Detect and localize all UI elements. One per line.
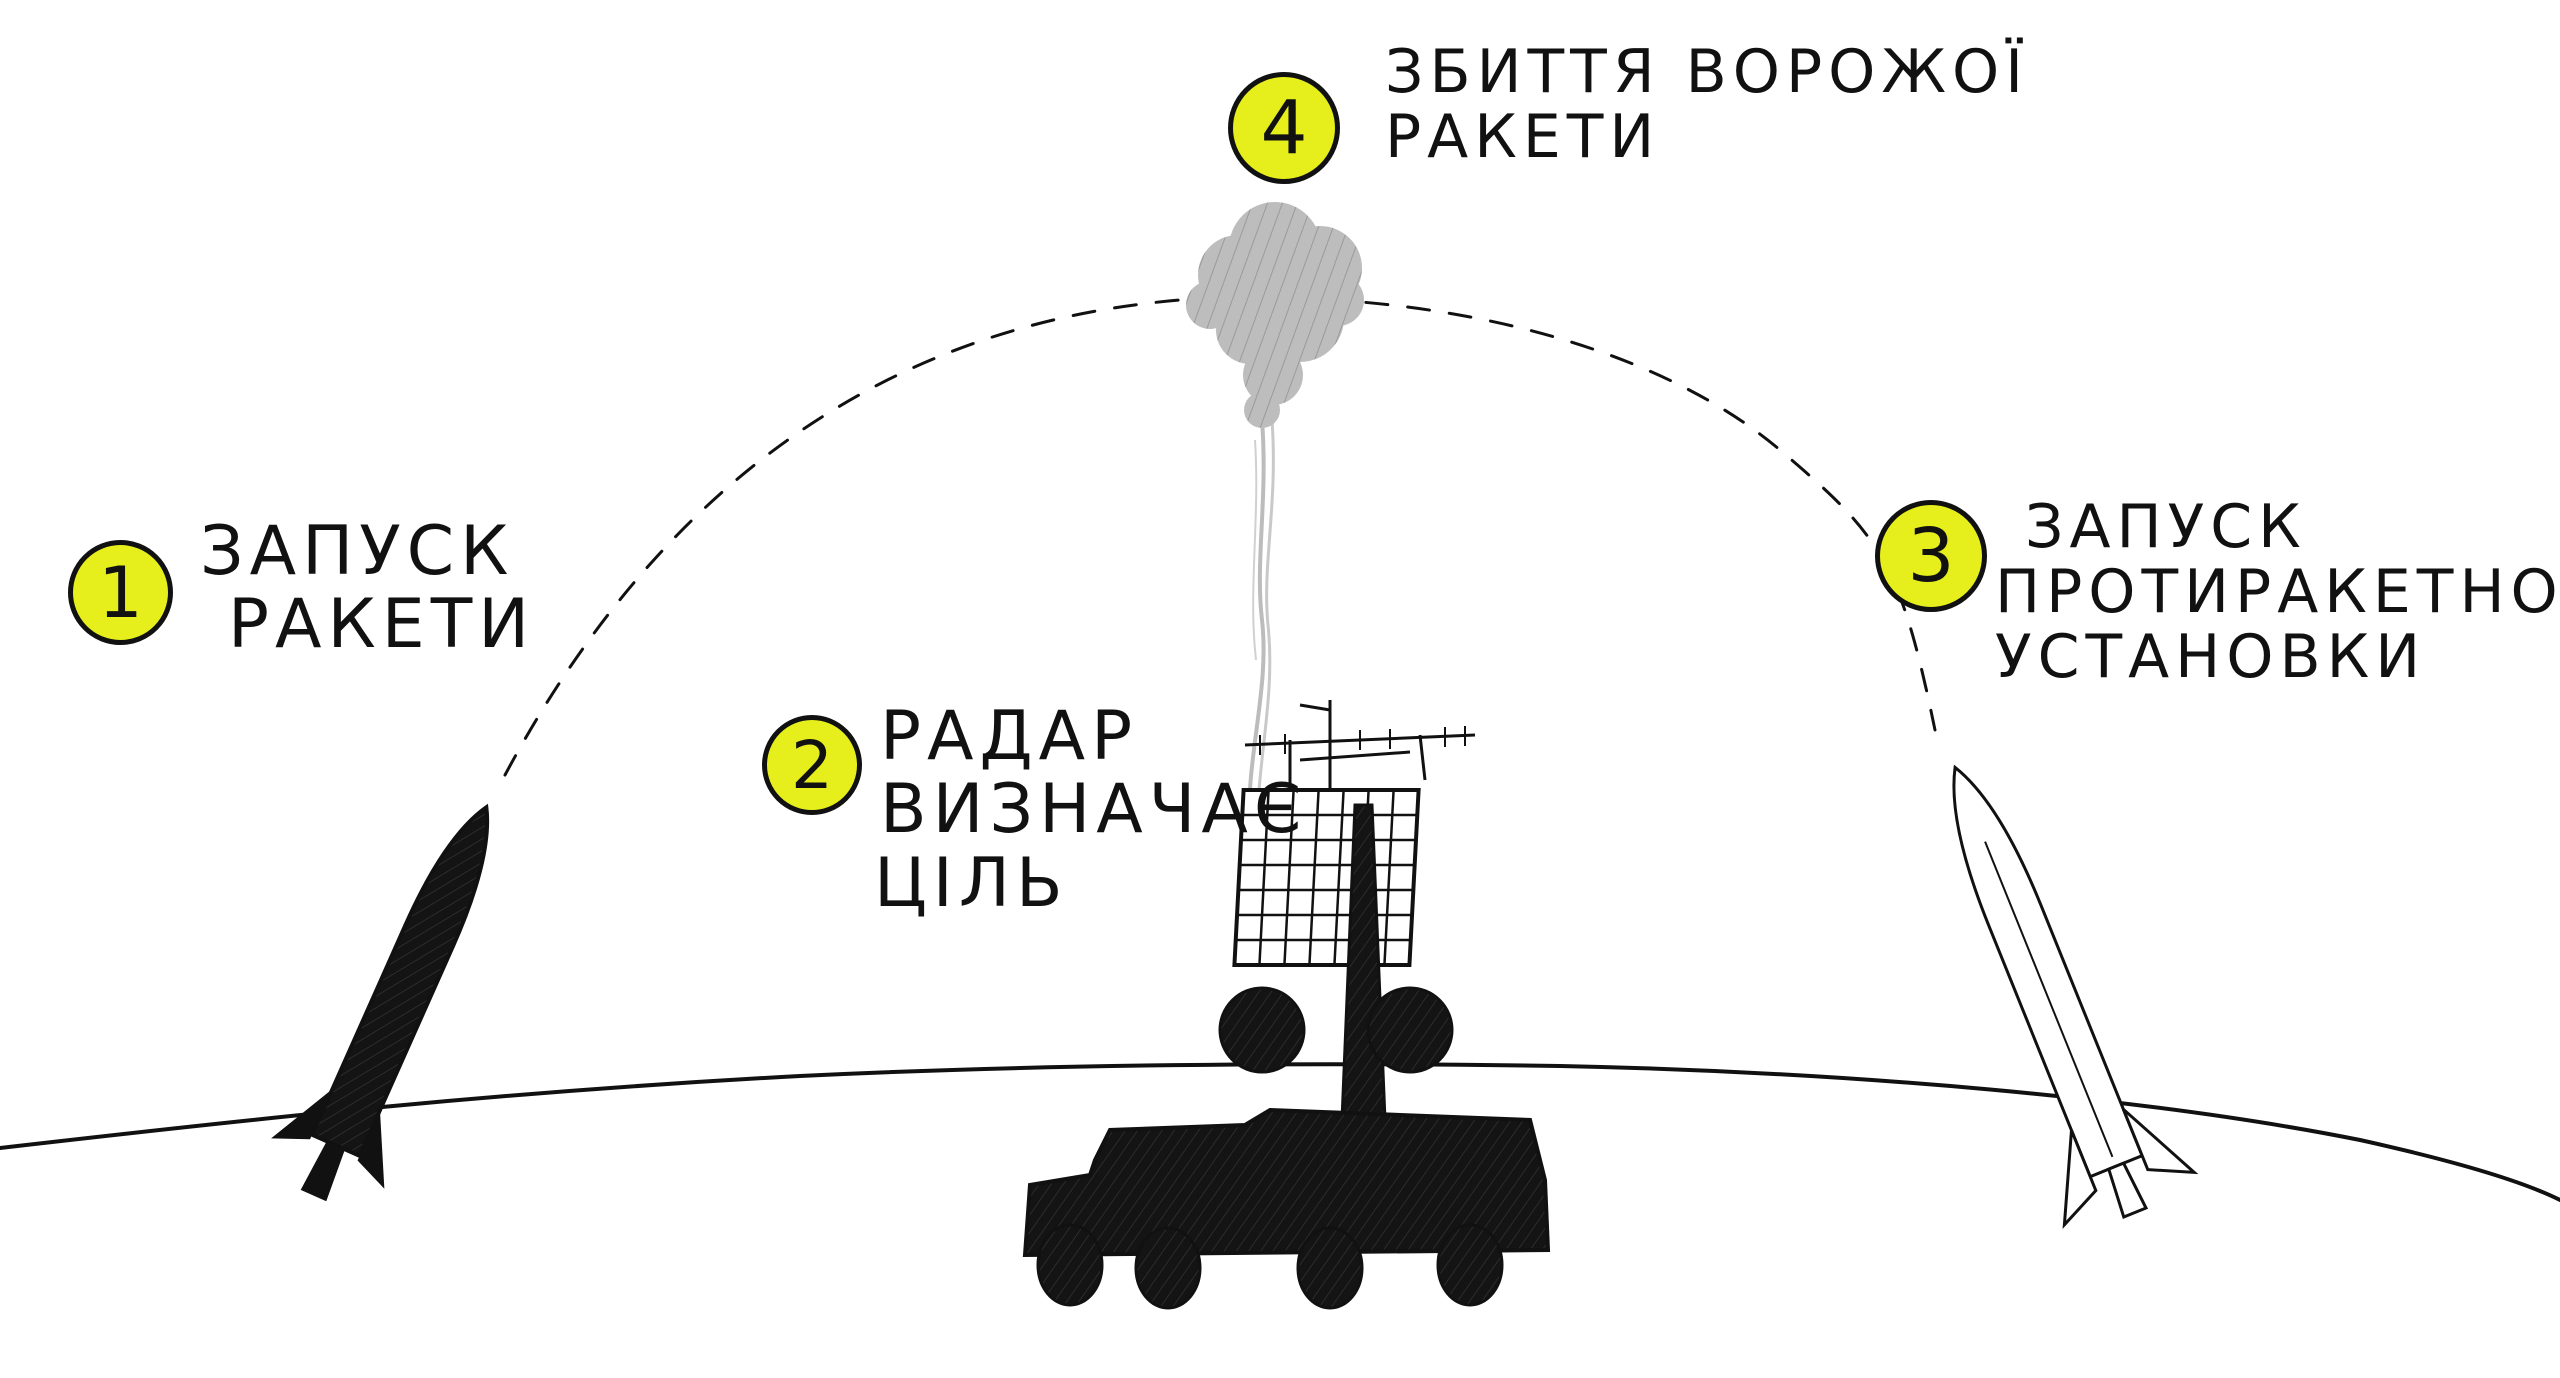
step-1-line-1: ЗАПУСК — [200, 512, 515, 591]
step-3-number-badge: 3 — [1875, 500, 1987, 612]
step-1-label: ЗАПУСК РАКЕТИ — [200, 515, 535, 662]
step-3-line-2: ПРОТИРАКЕТНОЇ — [1995, 556, 2560, 627]
step-2-line-1: РАДАР — [880, 697, 1139, 776]
step-3-label: ЗАПУСК ПРОТИРАКЕТНОЇ УСТАНОВКИ — [1995, 495, 2560, 689]
step-1-line-2: РАКЕТИ — [228, 585, 536, 665]
black-missile-icon — [271, 803, 490, 1202]
step-4-label: ЗБИТТЯ ВОРОЖОЇ РАКЕТИ — [1385, 40, 2029, 170]
white-interceptor-missile-icon — [1952, 764, 2199, 1230]
trajectory-dashed-arc — [503, 296, 1937, 777]
step-2-label: РАДАР ВИЗНАЧАЄ ЦІЛЬ — [874, 697, 1308, 921]
smoke-cloud-icon — [1186, 202, 1364, 428]
step-4-line-1: ЗБИТТЯ ВОРОЖОЇ — [1385, 37, 2029, 107]
step-2-number-badge: 2 — [762, 715, 862, 815]
step-2-line-3: ЦІЛЬ — [874, 843, 1069, 923]
radar-truck-icon — [1022, 700, 1551, 1310]
step-2-line-2: ВИЗНАЧАЄ — [880, 770, 1308, 850]
step-3-line-3: УСТАНОВКИ — [1995, 621, 2427, 692]
step-1-number-badge: 1 — [68, 540, 173, 645]
smoke-trail-icon — [1247, 419, 1275, 836]
step-4-number-badge: 4 — [1228, 72, 1340, 184]
step-4-line-2: РАКЕТИ — [1385, 101, 1661, 172]
step-3-line-1: ЗАПУСК — [2025, 492, 2307, 562]
